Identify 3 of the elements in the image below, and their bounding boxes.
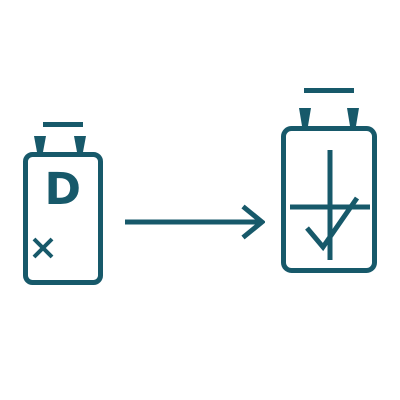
battery-drawing bbox=[278, 86, 380, 276]
arrow bbox=[125, 204, 264, 240]
battery-label: D bbox=[44, 168, 82, 212]
